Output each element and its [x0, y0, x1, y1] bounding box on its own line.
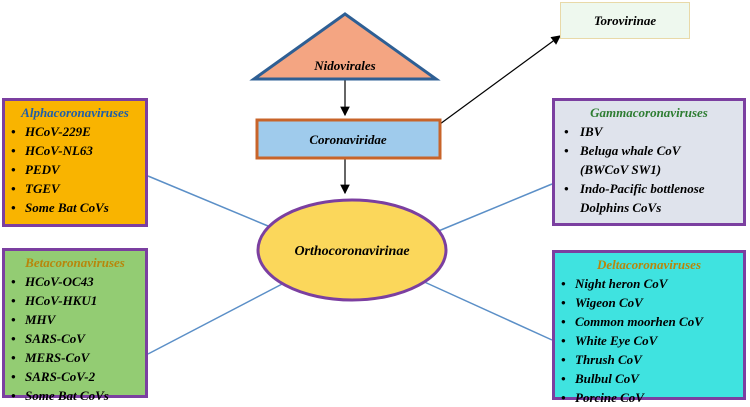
gammacoronaviruses-list: IBV Beluga whale CoV (BWCoV SW1) Indo-Pa…	[561, 122, 737, 217]
connector-delta	[419, 279, 553, 341]
list-item: MHV	[11, 310, 139, 329]
list-item: HCoV-NL63	[11, 141, 139, 160]
deltacoronaviruses-list: Night heron CoV Wigeon CoV Common moorhe…	[561, 274, 737, 407]
list-item: SARS-CoV	[11, 329, 139, 348]
list-item: IBV	[561, 122, 737, 141]
alphacoronaviruses-title: Alphacoronaviruses	[21, 105, 129, 120]
list-item: Wigeon CoV	[561, 293, 737, 312]
alphacoronaviruses-list: HCoV-229E HCoV-NL63 PEDV TGEV Some Bat C…	[11, 122, 139, 217]
betacoronaviruses-title: Betacoronaviruses	[25, 255, 125, 270]
list-item: HCoV-HKU1	[11, 291, 139, 310]
list-item: White Eye CoV	[561, 331, 737, 350]
orthocoronavirinae-ellipse	[256, 198, 448, 302]
list-item: Some Bat CoVs	[11, 198, 139, 217]
coronaviridae-label: Coronaviridae	[309, 132, 387, 147]
list-item: Beluga whale CoV	[561, 141, 737, 160]
list-item: Bulbul CoV	[561, 369, 737, 388]
nidovirales-triangle	[249, 12, 441, 81]
torovirinae-label: Torovirinae	[593, 12, 657, 28]
gammacoronaviruses-title: Gammacoronaviruses	[590, 105, 708, 120]
list-item: PEDV	[11, 160, 139, 179]
betacoronaviruses-box: Betacoronaviruses HCoV-OC43 HCoV-HKU1 MH…	[2, 248, 148, 405]
list-item: Dolphins CoVs	[580, 200, 662, 215]
torovirinae-box: Torovirinae	[560, 2, 690, 39]
list-item: Porcine CoV	[561, 388, 737, 407]
connector-gamma	[435, 183, 553, 233]
list-item: Common moorhen CoV	[561, 312, 737, 331]
list-item: Some Bat CoVs	[11, 386, 139, 405]
nidovirales-label: Nidovirales	[313, 58, 375, 73]
deltacoronaviruses-title: Deltacoronaviruses	[597, 257, 701, 272]
deltacoronaviruses-box: Deltacoronaviruses Night heron CoV Wigeo…	[552, 250, 746, 407]
list-item: HCoV-OC43	[11, 272, 139, 291]
betacoronaviruses-list: HCoV-OC43 HCoV-HKU1 MHV SARS-CoV MERS-Co…	[11, 272, 139, 405]
list-item: MERS-CoV	[11, 348, 139, 367]
list-item: SARS-CoV-2	[11, 367, 139, 386]
gammacoronaviruses-box: Gammacoronaviruses IBV Beluga whale CoV …	[552, 98, 746, 226]
list-item: TGEV	[11, 179, 139, 198]
orthocoronavirinae-label: Orthocoronavirinae	[294, 244, 409, 259]
alphacoronaviruses-box: Alphacoronaviruses HCoV-229E HCoV-NL63 P…	[2, 98, 148, 227]
connector-beta	[147, 281, 287, 355]
coronaviridae-box	[255, 118, 442, 160]
arrow-coronaviridae-to-torovirinae	[439, 35, 561, 125]
list-item: (BWCoV SW1)	[580, 162, 662, 177]
list-item: Indo-Pacific bottlenose	[561, 179, 737, 198]
connector-alpha	[147, 175, 269, 227]
list-item: Night heron CoV	[561, 274, 737, 293]
list-item: Thrush CoV	[561, 350, 737, 369]
list-item: HCoV-229E	[11, 122, 139, 141]
